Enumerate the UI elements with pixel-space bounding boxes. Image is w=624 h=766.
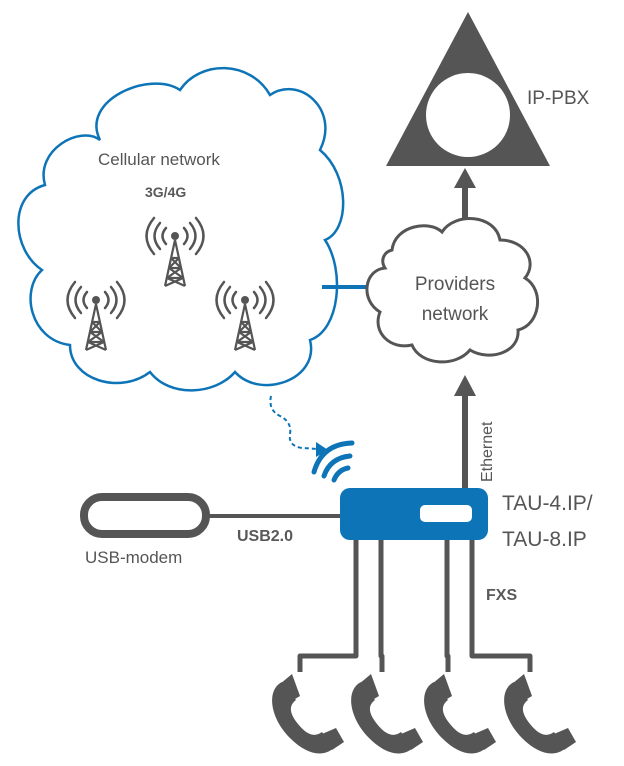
cellular-network-cloud <box>17 66 345 392</box>
wireless-signal-icon <box>311 440 355 483</box>
ip-pbx-triangle-icon <box>386 12 550 166</box>
cellular-network-label: Cellular network <box>98 150 220 169</box>
telephone-handset-icon <box>424 674 496 754</box>
telephone-handset-icon <box>351 674 423 754</box>
providers-network-cloud <box>365 217 540 364</box>
usb-modem-icon <box>80 493 210 538</box>
providers-network-label-line1: Providers <box>415 274 495 295</box>
ethernet-label: Ethernet <box>479 421 496 482</box>
device-label-line2: TAU-8.IP <box>502 528 587 551</box>
generation-label: 3G/4G <box>145 184 186 200</box>
ip-pbx-label: IP-PBX <box>527 88 590 109</box>
device-label-line1: TAU-4.IP/ <box>502 492 593 515</box>
usb-label: USB2.0 <box>237 528 293 545</box>
ethernet-arrow <box>454 375 476 488</box>
wireless-link-arrow <box>269 395 328 457</box>
fxs-lines <box>297 540 533 672</box>
fxs-label: FXS <box>486 587 517 604</box>
providers-network-label-line2: network <box>422 304 489 325</box>
telephone-handset-icon <box>272 674 344 754</box>
router-device-icon <box>340 488 488 540</box>
usb-modem-label: USB-modem <box>85 548 182 567</box>
telephone-handset-icon <box>504 674 576 754</box>
